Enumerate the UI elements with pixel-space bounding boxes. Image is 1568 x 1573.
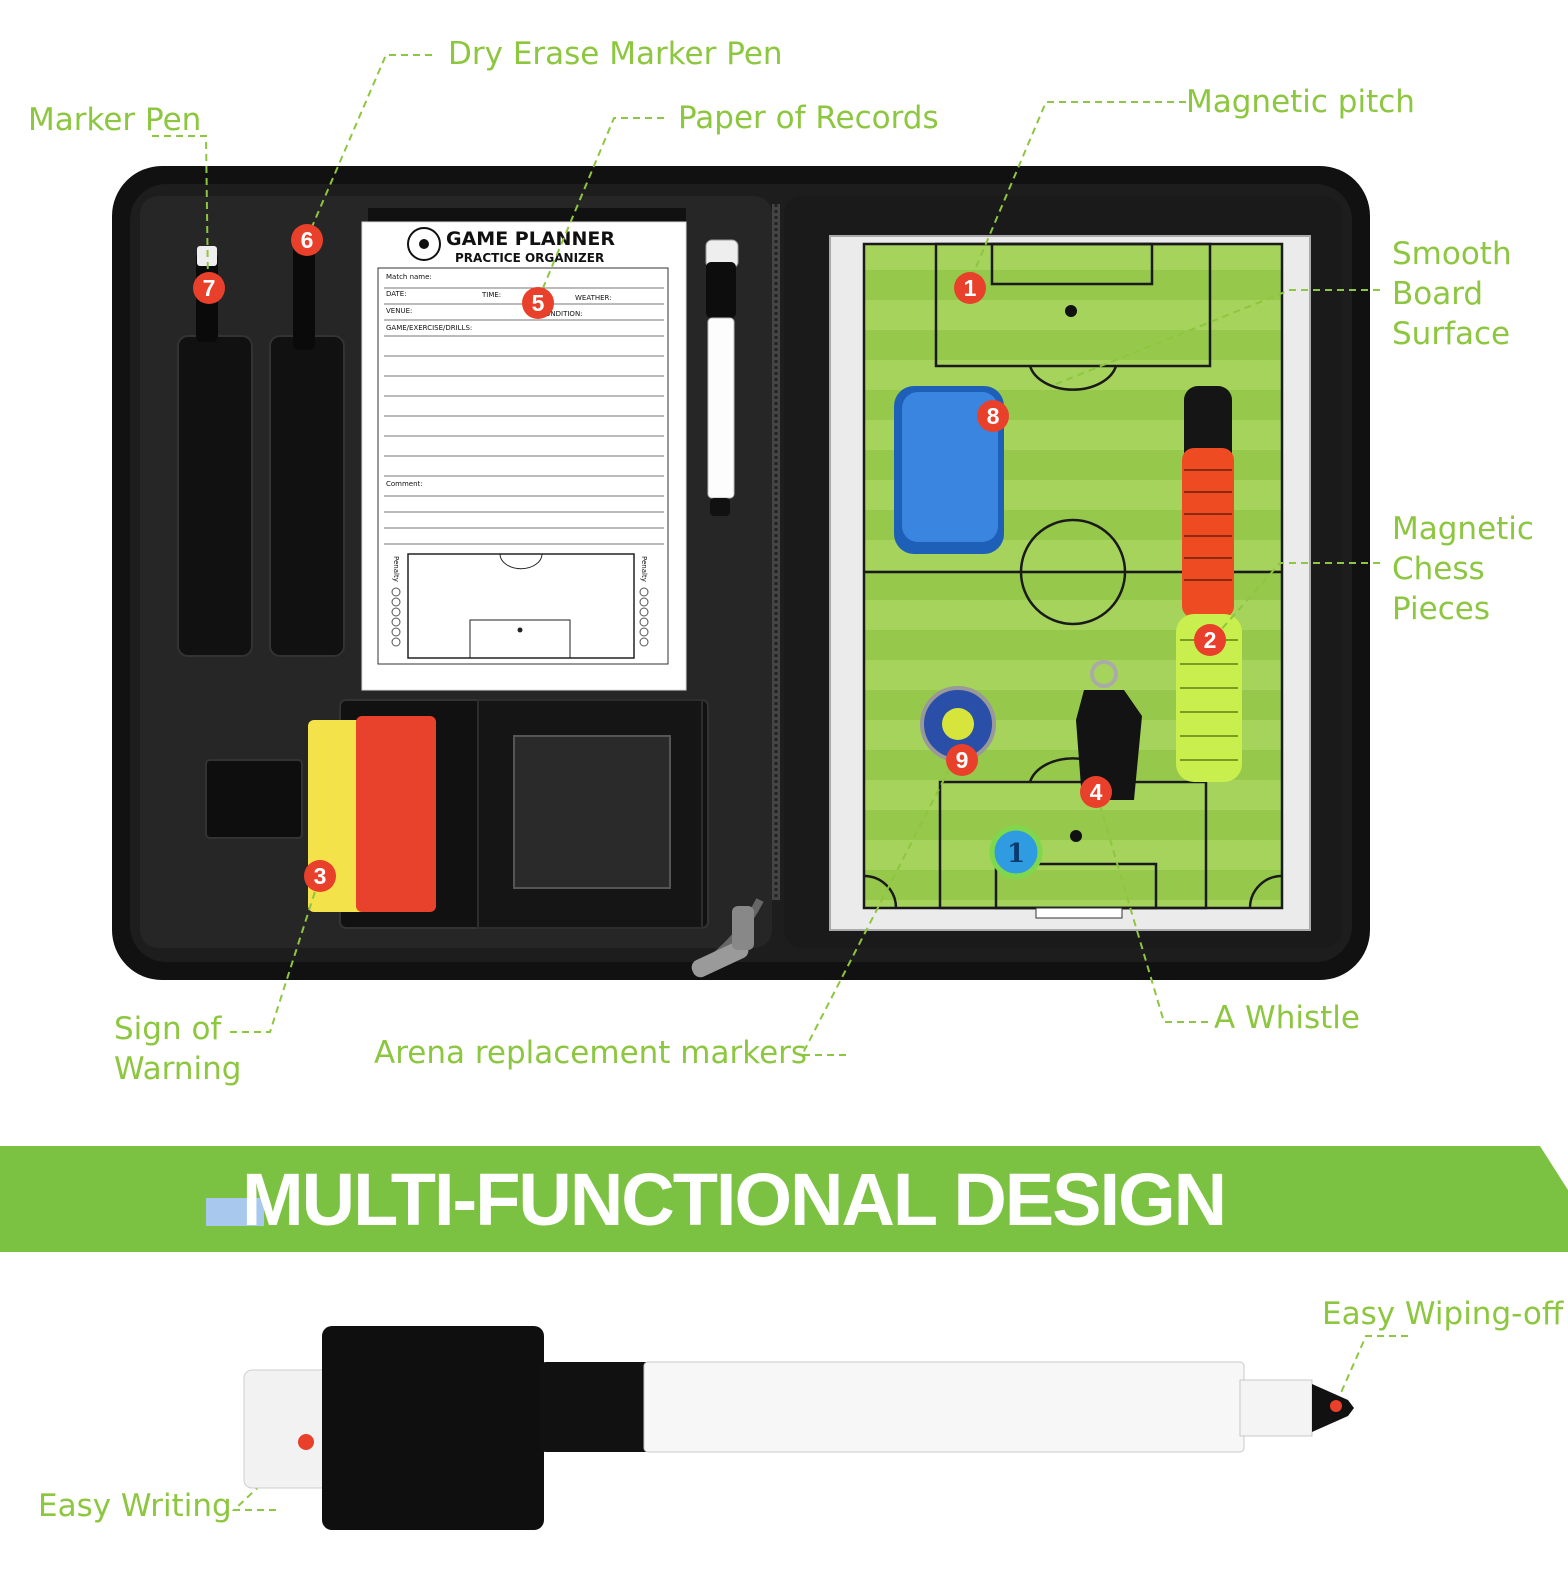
svg-text:1: 1 (964, 275, 977, 301)
chess-pieces-stack (1176, 386, 1242, 782)
field-penalty-left: Penalty (392, 556, 400, 582)
game-planner-sheet: GAME PLANNER PRACTICE ORGANIZER Match na… (361, 208, 687, 691)
label-magnetic-pitch: Magnetic pitch (1186, 84, 1415, 120)
id-window (513, 735, 671, 889)
label-magnetic-chess-pieces: Magnetic Chess Pieces (1392, 511, 1534, 627)
field-venue: VENUE: (386, 307, 412, 315)
svg-text:8: 8 (987, 403, 1000, 429)
svg-text:6: 6 (301, 227, 314, 253)
field-time: TIME: (481, 291, 501, 299)
zipper-pull (691, 940, 749, 978)
field-drills: GAME/EXERCISE/DRILLS: (386, 324, 472, 332)
planner-subtitle: PRACTICE ORGANIZER (455, 251, 604, 265)
badge-5: 5 (522, 287, 554, 319)
badge-1: 1 (954, 272, 986, 304)
badge-2: 2 (1194, 624, 1226, 656)
field-match: Match name: (386, 273, 432, 281)
label-sign-of-warning: Sign of Warning (114, 1011, 242, 1087)
svg-text:7: 7 (203, 275, 216, 301)
svg-text:3: 3 (314, 863, 327, 889)
label-paper-of-records: Paper of Records (678, 100, 939, 136)
field-date: DATE: (386, 290, 407, 298)
svg-text:4: 4 (1090, 779, 1103, 805)
badge-6: 6 (291, 224, 323, 256)
label-arena-markers: Arena replacement markers (374, 1035, 808, 1071)
badge-3: 3 (304, 860, 336, 892)
label-easy-writing: Easy Writing (38, 1488, 232, 1524)
svg-text:9: 9 (956, 747, 969, 773)
banner-title: MULTI-FUNCTIONAL DESIGN (242, 1158, 1227, 1241)
magnet-number: 1 (1007, 839, 1025, 869)
label-whistle: A Whistle (1214, 1000, 1360, 1036)
svg-text:5: 5 (532, 290, 545, 316)
planner-title: GAME PLANNER (446, 228, 615, 250)
whistle-icon (1076, 660, 1142, 800)
badge-8: 8 (977, 400, 1009, 432)
red-card (356, 716, 436, 912)
eraser (894, 386, 1004, 554)
label-easy-wiping-off: Easy Wiping-off (1322, 1296, 1564, 1332)
field-penalty-right: Penalty (640, 556, 648, 582)
whiteboard-marker (243, 1326, 1354, 1530)
label-dry-erase-pen: Dry Erase Marker Pen (448, 36, 783, 72)
field-condition: CONDITION: (540, 310, 583, 318)
dry-erase-pen (293, 240, 315, 350)
pen-holders (177, 240, 345, 657)
label-marker-pen: Marker Pen (28, 102, 202, 138)
board-scale (1035, 907, 1123, 919)
magnetic-pitch-board (829, 235, 1311, 931)
svg-text:2: 2 (1204, 627, 1217, 653)
leader-lines (152, 54, 1408, 1511)
badge-9: 9 (946, 744, 978, 776)
banner-bar (0, 1146, 1568, 1252)
zipper-slider (732, 906, 754, 950)
label-smooth-board-surface: Smooth Board Surface (1392, 236, 1512, 352)
player-magnet: 1 (989, 825, 1043, 879)
clipped-marker (705, 239, 739, 516)
badge-7: 7 (193, 272, 225, 304)
field-comment: Comment: (386, 480, 423, 488)
badge-4: 4 (1080, 776, 1112, 808)
field-weather: WEATHER: (575, 294, 612, 302)
